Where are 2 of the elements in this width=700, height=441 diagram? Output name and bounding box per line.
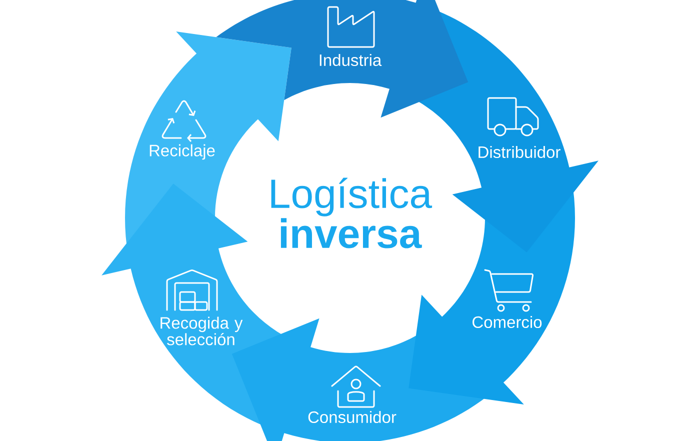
- title: Logística inversa: [271, 178, 432, 248]
- arrow-segment: Industria: [216, 0, 468, 118]
